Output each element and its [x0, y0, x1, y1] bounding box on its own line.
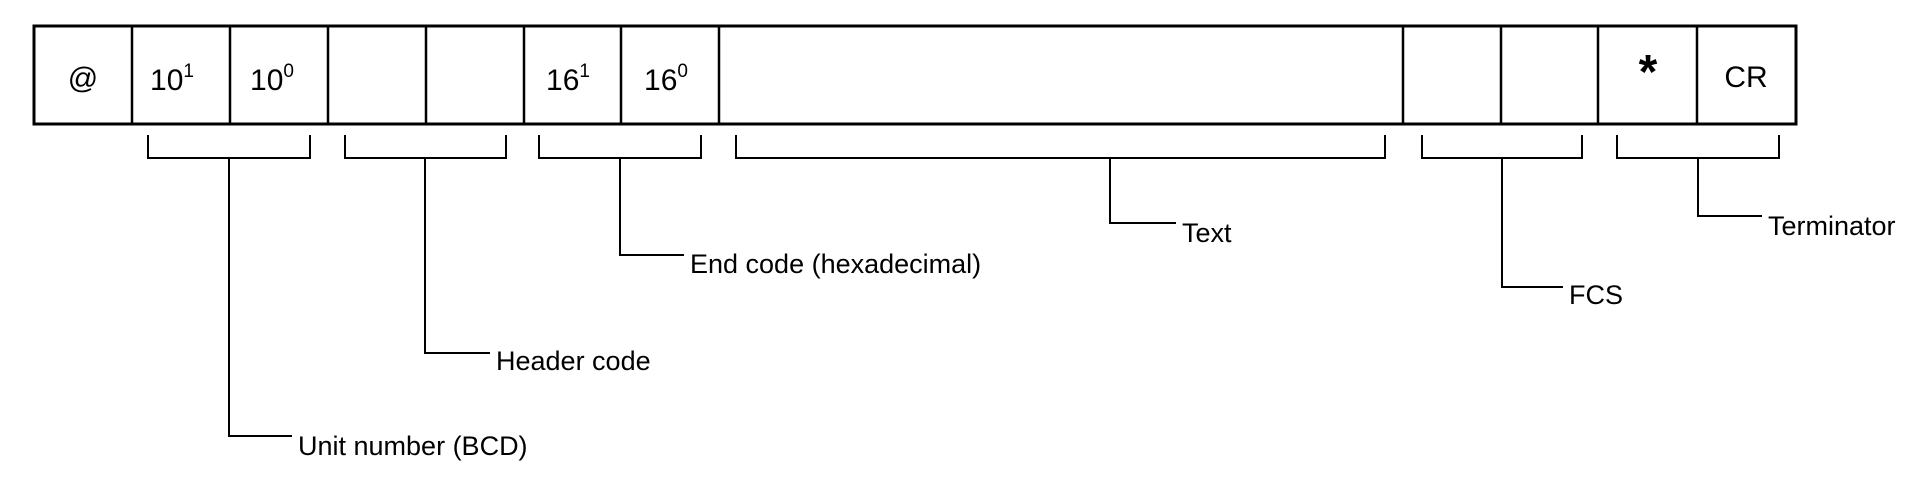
cell-star: *	[1639, 46, 1658, 99]
cell-dividers	[130, 26, 1699, 124]
frame-outline	[32, 24, 1798, 126]
label-fcs: FCS	[1569, 280, 1623, 310]
cell-end-lo: 160	[644, 61, 688, 97]
cell-cr: CR	[1724, 61, 1767, 94]
terminator-bracket	[1616, 135, 1780, 217]
label-text: Text	[1182, 218, 1232, 248]
end-code-bracket	[538, 135, 702, 256]
cell-end-lo-base: 16	[644, 64, 677, 97]
cell-end-hi-exp: 1	[579, 61, 590, 82]
cell-unit-tens-base: 10	[150, 64, 183, 97]
cell-at: @	[68, 62, 98, 95]
label-unit-number: Unit number (BCD)	[298, 431, 528, 461]
label-end-code: End code (hexadecimal)	[690, 249, 981, 279]
fcs-bracket	[1421, 135, 1583, 288]
cell-unit-ones-base: 10	[250, 64, 283, 97]
cell-end-lo-exp: 0	[677, 61, 688, 82]
text-bracket	[735, 135, 1386, 224]
label-terminator: Terminator	[1768, 211, 1896, 241]
cell-end-hi: 161	[546, 61, 590, 97]
cell-unit-ones: 100	[250, 61, 294, 97]
unit-number-bracket	[147, 135, 311, 437]
header-code-bracket	[344, 135, 507, 354]
cell-unit-tens: 101	[150, 61, 194, 97]
cell-end-hi-base: 16	[546, 64, 579, 97]
label-header-code: Header code	[496, 346, 651, 376]
cell-unit-tens-exp: 1	[183, 61, 194, 82]
cell-unit-ones-exp: 0	[283, 61, 294, 82]
